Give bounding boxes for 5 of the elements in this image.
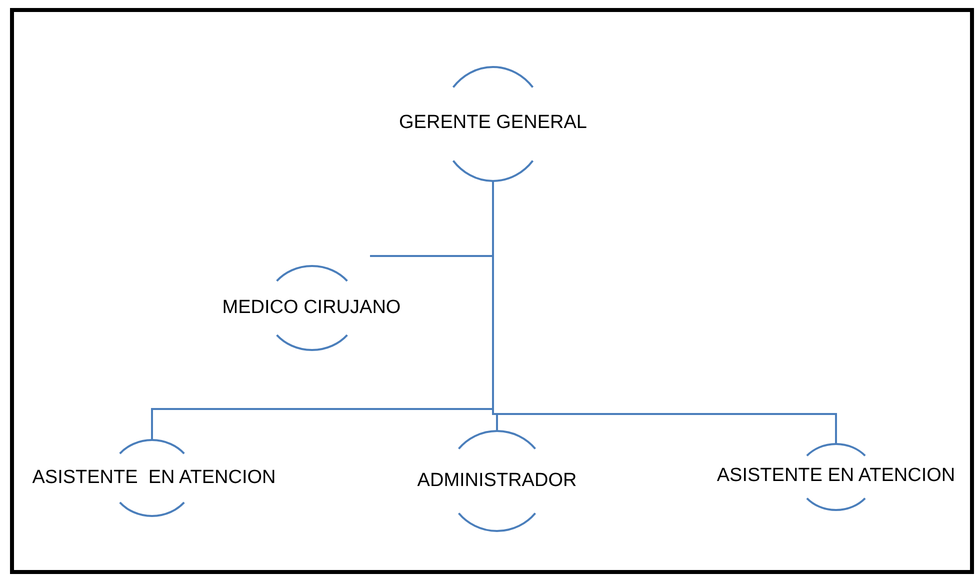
position-title: MEDICO CIRUJANO: [221, 297, 402, 319]
position-title: GERENTE GENERAL: [398, 112, 588, 134]
position-title: ASISTENTE EN ATENCION: [716, 465, 956, 487]
position-title: ADMINISTRADOR: [416, 470, 578, 492]
position-title: ASISTENTE EN ATENCION: [31, 467, 277, 489]
